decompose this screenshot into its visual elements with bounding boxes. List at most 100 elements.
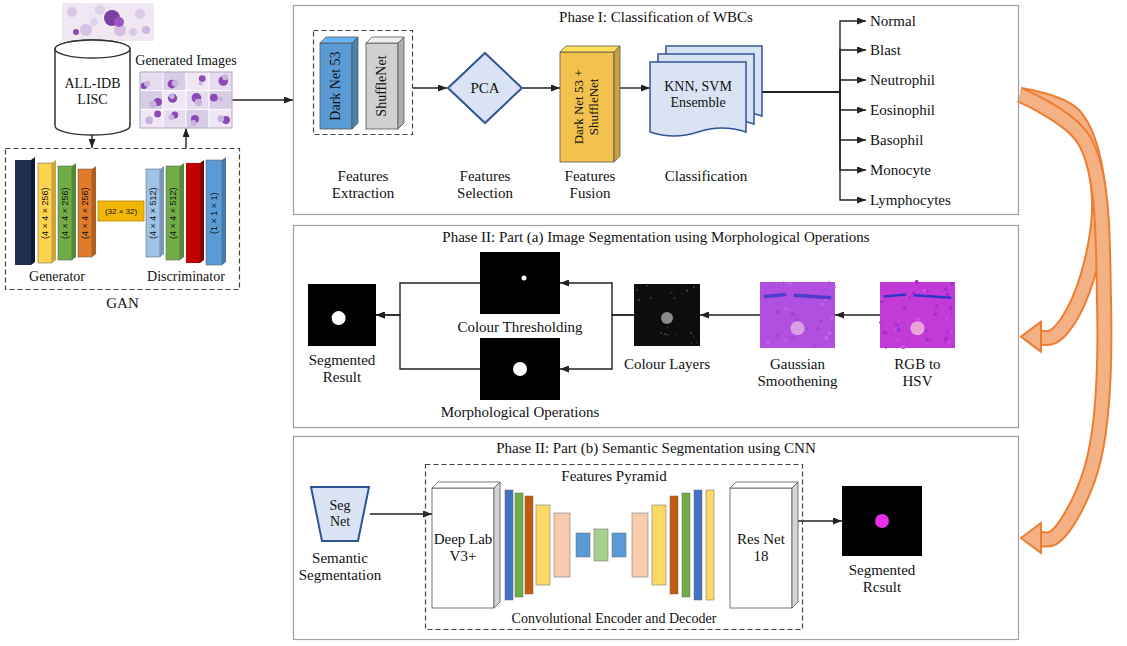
connector-line <box>762 50 866 92</box>
image-noise <box>675 334 677 336</box>
image-noise <box>833 286 836 289</box>
image-noise <box>896 324 899 327</box>
cnn-layer <box>706 490 714 600</box>
panel-frame <box>294 6 1019 215</box>
trapezoid-shape <box>311 487 369 541</box>
discriminator-layer <box>186 163 200 263</box>
group-label: Convolutional Encoder and Decoder <box>494 611 734 627</box>
image-noise <box>772 286 774 288</box>
dashed-frame <box>314 31 413 135</box>
dashed-frame <box>426 465 803 630</box>
cnn-block: ShuffleNet <box>366 37 404 129</box>
image-noise <box>922 289 926 293</box>
layer-side <box>52 160 56 263</box>
cylinder-top <box>55 40 130 58</box>
decision-diamond: PCAFeatures Selection <box>447 52 523 124</box>
node-shape <box>842 486 922 556</box>
cnn-layer <box>652 505 666 585</box>
layer-face <box>166 166 180 260</box>
cell-blob <box>195 99 203 107</box>
connector-line <box>798 520 842 521</box>
class-label: Eosinophil <box>866 100 937 120</box>
image-noise <box>664 333 666 335</box>
image-noise <box>785 307 788 310</box>
node-shape <box>480 338 560 400</box>
image-noise <box>828 281 830 283</box>
model-name: Res Net 18 <box>730 531 792 566</box>
phase-panel: RGB to HSVGaussian SmootheningColour Lay… <box>293 225 1019 428</box>
layer-side <box>180 163 184 260</box>
image-noise <box>826 292 828 294</box>
step-label: Colour Layers <box>612 356 722 373</box>
image-noise <box>667 327 669 329</box>
image-ground <box>760 282 835 348</box>
cell-blob <box>222 74 228 80</box>
connector-line <box>762 21 866 92</box>
image-tile <box>163 109 186 128</box>
image-noise <box>762 290 764 292</box>
image-tile <box>186 91 209 110</box>
cnn-layer <box>525 496 533 594</box>
image-noise <box>827 331 831 335</box>
image-noise <box>646 285 648 287</box>
segmented-cell <box>522 276 527 281</box>
segmented-cell <box>513 362 527 376</box>
image-noise <box>649 297 651 299</box>
step-label: Morphological Operations <box>425 404 615 421</box>
image-noise <box>903 306 907 310</box>
cnn-layer <box>670 496 678 594</box>
cell-blob <box>149 101 157 109</box>
image-tile <box>163 91 186 110</box>
cell-blob <box>210 94 218 102</box>
layer-side <box>31 157 35 265</box>
wbc-cell <box>114 17 124 27</box>
image-noise <box>897 339 899 341</box>
image-noise <box>897 328 901 332</box>
step-label: Features Extraction <box>313 168 413 203</box>
discriminator-layer: (4 × 4 × 512) <box>166 166 184 260</box>
image-noise <box>691 342 693 344</box>
connector <box>762 92 866 110</box>
connector-line <box>762 92 866 110</box>
panel-title: Phase I: Classification of WBCs <box>293 9 1019 26</box>
cylinder-body <box>55 40 130 135</box>
image-ground <box>480 252 560 314</box>
layer-size: (32 × 32) <box>98 207 144 216</box>
part-label: Generator <box>12 269 102 285</box>
image-step: Morphological Operations <box>480 338 560 400</box>
connector <box>376 283 480 315</box>
image-noise <box>945 292 949 296</box>
cell-blob <box>144 81 150 87</box>
cnn-layer <box>694 490 702 600</box>
image-noise <box>770 342 773 345</box>
panel-title: Phase II: Part (b) Semantic Segmentation… <box>293 440 1019 457</box>
connector-line <box>232 99 293 100</box>
image-noise <box>880 297 882 299</box>
dashed-frame <box>6 149 240 290</box>
node-shape <box>880 282 955 348</box>
block-top <box>560 46 620 52</box>
class-name: Monocyte <box>870 162 931 179</box>
image-noise <box>887 342 889 344</box>
cell <box>129 28 137 36</box>
connector-line <box>560 283 634 315</box>
flow-arrow-outline <box>1020 95 1104 539</box>
node-shape <box>480 252 560 314</box>
discriminator-layer: (4 × 4 × 512) <box>146 169 164 257</box>
image-noise <box>808 322 812 326</box>
block-top <box>320 37 358 43</box>
step-label: Segmented Result <box>302 352 382 387</box>
block-side <box>398 37 404 129</box>
cnn-layer <box>505 490 513 600</box>
image-noise <box>791 312 795 316</box>
connector-block <box>98 201 144 221</box>
connector <box>762 92 866 170</box>
smear-ground <box>62 3 154 41</box>
part-label: Discriminator <box>136 269 236 285</box>
image-noise <box>925 337 929 341</box>
class-name: Basophil <box>870 132 923 149</box>
connector <box>186 128 187 148</box>
image-noise <box>791 336 795 340</box>
cnn-block: Dark Net 53 <box>320 37 358 129</box>
encoder-decoder-group: Deep Lab V3+Res Net 18Features PyramidCo… <box>425 464 803 630</box>
